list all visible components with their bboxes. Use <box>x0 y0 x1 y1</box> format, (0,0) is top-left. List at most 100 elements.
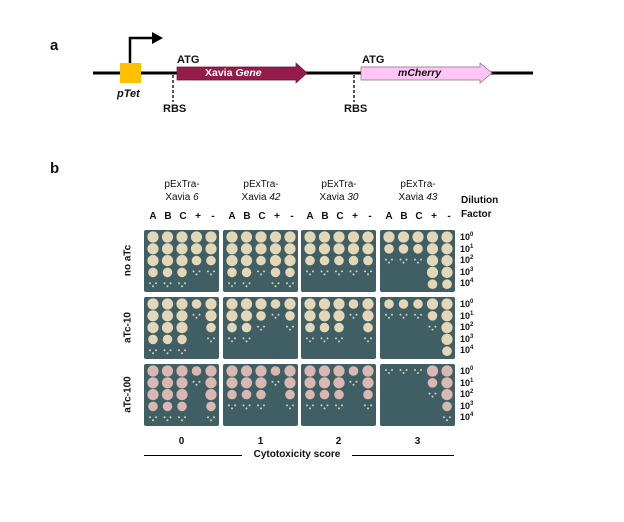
sparse-colony <box>309 273 311 276</box>
colony-spot <box>426 266 439 278</box>
colony-spot <box>304 377 316 389</box>
dilution-base: 10 <box>460 266 471 277</box>
dilution-base: 10 <box>460 299 471 309</box>
strain-line1: pExTra- <box>321 179 357 190</box>
gene-name-prefix: Xavia <box>205 67 236 79</box>
dilution-label: 104 <box>460 278 473 288</box>
colony-spot <box>240 231 253 243</box>
colony-spot <box>176 243 188 255</box>
strain-name: Xavia <box>398 192 427 203</box>
sparse-colony <box>207 270 209 273</box>
sparse-colony <box>326 270 329 273</box>
sparse-colony <box>242 404 245 407</box>
colony-spot <box>441 377 453 389</box>
lane-label: B <box>243 211 251 222</box>
strain-header: pExTra-Xavia 43 <box>378 178 458 204</box>
sparse-colony <box>370 270 372 273</box>
colony-spot <box>205 377 217 389</box>
dilution-base: 10 <box>460 322 471 332</box>
colony-spot <box>318 231 331 243</box>
agar-plate <box>223 230 298 292</box>
colony-spot <box>413 244 423 254</box>
colony-spot <box>206 255 216 266</box>
sparse-colony <box>312 404 314 407</box>
colony-spot <box>362 365 374 377</box>
strain-header: pExTra-Xavia 42 <box>221 178 301 204</box>
colony-spot <box>227 389 237 400</box>
dilution-exponent: 0 <box>470 366 474 372</box>
sparse-colony <box>349 380 352 383</box>
colony-spot <box>227 322 237 333</box>
dilution-base: 10 <box>460 232 471 242</box>
colony-spot <box>190 231 203 243</box>
sparse-colony <box>405 258 408 261</box>
agar-plate <box>144 230 219 292</box>
xavia-gene-label: Xavia Gene <box>205 67 262 79</box>
colony-spot <box>206 401 216 412</box>
plate-colonies <box>147 365 217 422</box>
sparse-colony <box>248 282 251 285</box>
gene-name-italic: Gene <box>235 67 262 79</box>
agar-plate <box>223 297 298 359</box>
colony-spot <box>269 231 282 243</box>
sparse-colony <box>166 285 169 288</box>
colony-spot <box>256 255 266 266</box>
colony-spot <box>284 365 296 377</box>
sparse-colony <box>228 404 230 407</box>
dilution-exponent: 0 <box>470 299 474 305</box>
colony-spot <box>176 377 188 389</box>
lane-label: C <box>415 211 423 222</box>
sparse-colony <box>306 270 308 273</box>
axis-line-right <box>352 455 454 456</box>
sparse-colony <box>399 258 402 261</box>
colony-spot <box>206 322 216 333</box>
sparse-colony <box>271 313 274 316</box>
sparse-colony <box>277 380 280 383</box>
sparse-colony <box>152 419 154 422</box>
sparse-colony <box>184 416 186 419</box>
colony-spot <box>398 244 409 254</box>
dilution-exponent: 1 <box>470 377 474 384</box>
plate-colonies <box>226 365 296 410</box>
colony-spot <box>285 389 295 400</box>
colony-spot <box>176 231 188 243</box>
sparse-colony <box>274 383 277 386</box>
colony-spot <box>284 243 296 255</box>
sparse-colony <box>370 337 372 340</box>
lane-label: A <box>149 211 157 222</box>
sparse-colony <box>274 316 277 319</box>
sparse-colony <box>335 404 337 407</box>
colony-spot <box>304 298 316 310</box>
lane-label: B <box>321 211 329 222</box>
colony-spot <box>441 266 453 278</box>
colony-spot <box>205 298 217 310</box>
sparse-colony <box>271 282 274 285</box>
transcription-start-arrow <box>128 36 154 63</box>
sparse-colony <box>414 258 416 261</box>
sparse-colony <box>414 313 416 316</box>
rbs2-label: RBS <box>344 103 368 115</box>
mcherry-gene-arrow <box>360 62 493 84</box>
sparse-colony <box>414 369 416 371</box>
cytotoxicity-score: 2 <box>335 436 342 447</box>
sparse-colony <box>323 273 326 276</box>
colony-spot <box>284 231 296 243</box>
colony-spot <box>304 310 316 322</box>
sparse-colony <box>306 337 308 340</box>
colony-spot <box>226 231 238 243</box>
colony-spot <box>441 389 453 401</box>
sparse-colony <box>198 270 201 273</box>
sparse-colony <box>352 383 355 386</box>
dilution-label: 102 <box>460 322 473 332</box>
cytotoxicity-score: 3 <box>414 436 421 447</box>
sparse-colony <box>312 270 314 273</box>
sparse-colony <box>263 325 265 328</box>
sparse-colony <box>169 349 172 352</box>
sparse-colony <box>399 313 402 316</box>
sparse-colony <box>402 261 405 264</box>
colony-spot <box>147 365 159 377</box>
sparse-colony <box>364 337 366 340</box>
colony-spot <box>441 298 453 310</box>
strain-number: 42 <box>269 192 281 203</box>
colony-spot <box>147 243 159 255</box>
